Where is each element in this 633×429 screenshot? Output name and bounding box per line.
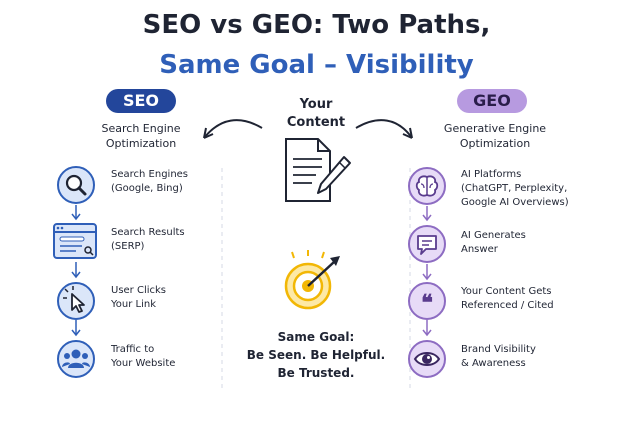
geo-step-2-line2: Answer [461,244,498,255]
geo-step-1: AI Platforms (ChatGPT, Perplexity, Googl… [461,168,601,210]
seo-step-2-line2: (SERP) [111,241,145,252]
document-pencil-icon [278,137,354,205]
seo-step-4: Traffic to Your Website [111,343,221,371]
seo-step-1: Search Engines (Google, Bing) [111,168,221,196]
goal-line2: Be Seen. Be Helpful. [246,348,386,362]
seo-step-4-line2: Your Website [111,358,176,369]
seo-step-2: Search Results (SERP) [111,226,221,254]
geo-step-2-line1: AI Generates [461,230,526,241]
seo-badge: SEO [106,89,176,113]
seo-subtitle-line1: Search Engine [101,122,181,135]
geo-step-1-line3: Google AI Overviews) [461,197,569,208]
seo-step-1-line2: (Google, Bing) [111,183,183,194]
eye-icon [408,340,446,378]
geo-step-4: Brand Visibility & Awareness [461,343,601,371]
geo-step-4-line2: & Awareness [461,358,526,369]
geo-step-3-line1: Your Content Gets [461,286,552,297]
center-title: Your Content [256,96,376,132]
center-title-line2: Content [286,115,346,130]
geo-subtitle: Generative Engine Optimization [430,121,560,151]
goal-line3: Be Trusted. [277,366,355,380]
seo-step-3: User Clicks Your Link [111,284,221,312]
seo-subtitle-line2: Optimization [105,137,177,150]
seo-step-3-line2: Your Link [111,299,157,310]
svg-text:❝: ❝ [421,290,433,316]
geo-step-4-line1: Brand Visibility [461,344,536,355]
page-title: SEO vs GEO: Two Paths, [142,10,491,40]
arrow-to-geo [355,119,413,139]
seo-subtitle: Search Engine Optimization [76,121,206,151]
geo-step-1-line1: AI Platforms [461,169,522,180]
serp-window-icon [52,221,98,261]
users-icon [57,340,95,378]
seo-step-3-line1: User Clicks [111,285,167,296]
geo-step-2: AI Generates Answer [461,229,601,257]
seo-step-1-line1: Search Engines [111,169,189,180]
quote-icon: ❝ [408,282,446,320]
goal-text: Same Goal: Be Seen. Be Helpful. Be Trust… [236,328,396,382]
goal-line1: Same Goal: [277,330,355,344]
geo-subtitle-line2: Optimization [459,137,531,150]
seo-step-4-line1: Traffic to [111,344,155,355]
geo-step-1-line2: (ChatGPT, Perplexity, [461,183,568,194]
geo-step-3: Your Content Gets Referenced / Cited [461,285,601,313]
geo-badge: GEO [457,89,527,113]
geo-step-3-line2: Referenced / Cited [461,300,554,311]
center-title-line1: Your [299,97,333,112]
geo-subtitle-line1: Generative Engine [443,122,547,135]
brain-icon [408,167,446,205]
page-subtitle: Same Goal – Visibility [159,50,474,80]
arrow-to-seo [203,119,263,139]
chat-bubble-icon [408,225,446,263]
target-arrow-icon [278,250,350,312]
cursor-click-icon [57,282,95,320]
magnifier-icon [57,166,95,204]
seo-step-2-line1: Search Results [111,227,185,238]
